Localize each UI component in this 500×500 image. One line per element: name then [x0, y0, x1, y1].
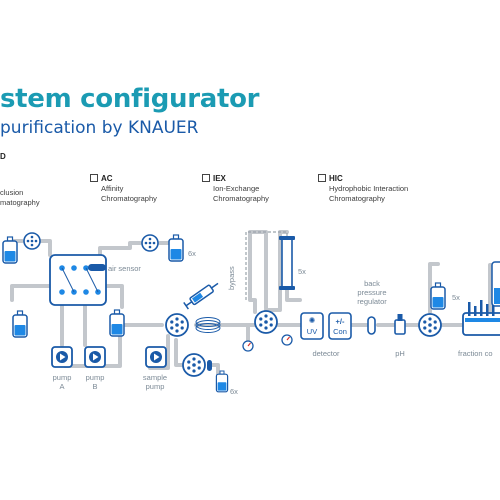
- option-hic-checkbox[interactable]: [318, 174, 326, 182]
- ph-sensor[interactable]: [394, 314, 406, 335]
- option-sec[interactable]: D: [0, 152, 6, 162]
- sample-pump-label: sample: [143, 373, 167, 382]
- fraction-label: fraction co: [458, 349, 493, 358]
- five-x-column-label: 5x: [298, 267, 306, 276]
- con-label: Con: [333, 327, 347, 336]
- option-sec-desc: clusion matography: [0, 188, 40, 208]
- option-ac[interactable]: AC Affinity Chromatography: [90, 174, 157, 204]
- outlet-valve[interactable]: [418, 313, 442, 337]
- svg-text:✺: ✺: [309, 316, 316, 325]
- option-hic-desc-2: Chromatography: [329, 194, 385, 203]
- sample-valve[interactable]: [182, 353, 206, 377]
- option-sec-desc-1: clusion: [0, 188, 24, 197]
- bpr-label-2: pressure: [357, 288, 386, 297]
- chromatography-column[interactable]: [279, 236, 295, 290]
- option-sec-desc-2: matography: [0, 198, 40, 207]
- page-subtitle: purification by KNAUER: [0, 118, 199, 138]
- uv-label: UV: [307, 327, 317, 336]
- pump-b-label: pump: [86, 373, 105, 382]
- six-x-label-a: 6x: [188, 249, 196, 258]
- page-title: stem configurator: [0, 84, 260, 114]
- option-ac-checkbox[interactable]: [90, 174, 98, 182]
- sample-pump[interactable]: [145, 346, 167, 368]
- air-sensor[interactable]: [88, 264, 106, 271]
- option-iex-code: IEX: [213, 174, 226, 183]
- option-iex-checkbox[interactable]: [202, 174, 210, 182]
- uv-detector[interactable]: ✺ UV: [300, 312, 324, 340]
- column-selection-valve[interactable]: [254, 310, 278, 334]
- option-ac-code: AC: [101, 174, 113, 183]
- valve-top-right[interactable]: [141, 234, 159, 252]
- option-ac-desc-2: Chromatography: [101, 194, 157, 203]
- con-sign-label: +/-: [336, 317, 345, 326]
- solvent-bottle-a[interactable]: [2, 236, 18, 264]
- pump-a-letter: A: [59, 382, 64, 391]
- bubble-trap: [207, 360, 212, 371]
- bypass-label: bypass: [227, 266, 236, 290]
- injection-valve[interactable]: [165, 313, 189, 337]
- option-iex[interactable]: IEX Ion-Exchange Chromatography: [202, 174, 269, 204]
- fraction-collector[interactable]: [462, 298, 500, 336]
- option-hic-code: HIC: [329, 174, 343, 183]
- fraction-bottle[interactable]: [491, 261, 500, 307]
- pump-a-label: pump: [53, 373, 72, 382]
- pump-a[interactable]: [51, 346, 73, 368]
- pressure-gauge-a: [242, 340, 254, 352]
- pressure-gauge-b: [281, 334, 293, 346]
- six-x-label-b: 6x: [230, 387, 238, 396]
- option-hic-desc-1: Hydrophobic Interaction: [329, 184, 409, 193]
- option-hic[interactable]: HIC Hydrophobic Interaction Chromatograp…: [318, 174, 408, 204]
- back-pressure-regulator[interactable]: [367, 316, 376, 335]
- syringe-icon[interactable]: [183, 280, 221, 310]
- waste-bottle-5x[interactable]: [430, 282, 446, 310]
- bpr-label-3: regulator: [357, 297, 387, 306]
- five-x-right-label: 5x: [452, 293, 460, 302]
- buffer-bottle-6x[interactable]: [168, 234, 184, 262]
- solvent-bottle-c[interactable]: [109, 309, 125, 337]
- sample-bottle-6x[interactable]: [215, 370, 229, 393]
- sample-pump-label-2: pump: [146, 382, 165, 391]
- option-iex-desc-2: Chromatography: [213, 194, 269, 203]
- pump-b-letter: B: [92, 382, 97, 391]
- option-sec-code: D: [0, 152, 6, 161]
- solvent-bottle-b[interactable]: [12, 310, 28, 338]
- gradient-valve-block[interactable]: [49, 254, 107, 306]
- ph-label: pH: [395, 349, 405, 358]
- bypass-line: [245, 231, 288, 300]
- detector-label: detector: [312, 349, 340, 358]
- valve-top-left[interactable]: [23, 232, 41, 250]
- pump-b[interactable]: [84, 346, 106, 368]
- bpr-label-1: back: [364, 279, 380, 288]
- option-ac-desc-1: Affinity: [101, 184, 124, 193]
- option-iex-desc-1: Ion-Exchange: [213, 184, 260, 193]
- air-sensor-label: air sensor: [108, 264, 141, 273]
- conductivity-detector[interactable]: +/- Con: [328, 312, 352, 340]
- sample-loop: [195, 317, 221, 333]
